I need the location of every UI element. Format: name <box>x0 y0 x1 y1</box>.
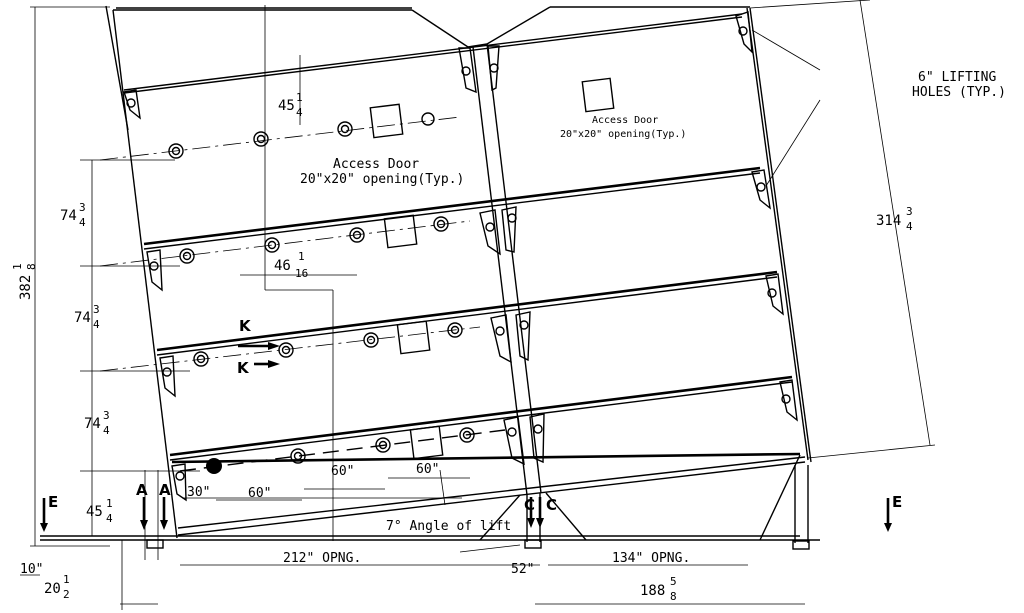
lifting-holes-label-2: HOLES (TYP.) <box>912 85 1006 100</box>
frac-den: 4 <box>79 216 86 229</box>
dim-45-top: 45 <box>278 98 295 114</box>
section-mark-a2: A <box>159 481 171 499</box>
dim-10: 10" <box>20 562 43 577</box>
dim-20: 20 <box>44 581 61 597</box>
angle-of-lift-label: 7° Angle of lift <box>386 519 511 534</box>
dim-60-b: 60" <box>331 464 354 479</box>
dim-212: 212" OPNG. <box>283 551 361 566</box>
frac-num: 3 <box>79 201 86 214</box>
section-mark-c1: C <box>524 496 535 514</box>
frac-num: 3 <box>93 303 100 316</box>
frac-den: 16 <box>295 267 308 280</box>
dim-134: 134" OPNG. <box>612 551 690 566</box>
annotations: Access Door 20"x20" opening(Typ.) Access… <box>11 70 1006 603</box>
filled-hole-marker <box>206 458 222 474</box>
dim-188: 188 <box>640 583 665 599</box>
dim-74-b: 74 <box>74 310 91 326</box>
gusset-plates <box>123 11 798 502</box>
frac-den: 2 <box>63 588 70 601</box>
frac-num: 5 <box>670 575 677 588</box>
hole-centerlines <box>99 116 506 472</box>
frac-den: 4 <box>106 512 113 525</box>
frac-den: 8 <box>670 590 677 603</box>
section-mark-e-right: E <box>892 493 902 511</box>
dimension-lines <box>20 0 936 610</box>
frac-den: 8 <box>25 263 38 270</box>
bolt-holes <box>168 112 475 474</box>
frac-num: 3 <box>906 205 913 218</box>
access-door-sub-1: 20"x20" opening(Typ.) <box>300 172 464 187</box>
dim-74-c: 74 <box>84 416 101 432</box>
frac-num: 1 <box>11 263 24 270</box>
access-door-label-1: Access Door <box>333 157 419 172</box>
frac-den: 4 <box>93 318 100 331</box>
dim-382: 382 1 8 <box>11 263 38 300</box>
frac-den: 4 <box>103 424 110 437</box>
dim-46: 46 <box>274 258 291 274</box>
dim-74-a: 74 <box>60 208 77 224</box>
frac-num: 3 <box>103 409 110 422</box>
frac-num: 1 <box>106 497 113 510</box>
section-mark-a1: A <box>136 481 148 499</box>
section-mark-e-left: E <box>48 493 58 511</box>
section-mark-k1: K <box>239 317 252 335</box>
dim-314: 314 <box>876 213 901 229</box>
dim-30: 30" <box>187 485 210 500</box>
dim-382-value: 382 <box>18 275 34 300</box>
frac-num: 1 <box>63 573 70 586</box>
dim-60-c: 60" <box>416 462 439 477</box>
dim-52: 52" <box>511 562 534 577</box>
section-arrows <box>40 342 892 532</box>
section-mark-k2: K <box>237 359 250 377</box>
access-door-sub-2: 20"x20" opening(Typ.) <box>560 129 686 140</box>
frac-num: 1 <box>298 250 305 263</box>
frac-den: 4 <box>906 220 913 233</box>
access-door-label-2: Access Door <box>592 115 658 126</box>
frac-den: 4 <box>296 106 303 119</box>
access-doors <box>369 77 615 460</box>
frac-num: 1 <box>296 91 303 104</box>
horizontal-bands <box>143 166 806 536</box>
section-mark-c2: C <box>546 496 557 514</box>
lifting-holes-label-1: 6" LIFTING <box>918 70 996 85</box>
dim-45-bot: 45 <box>86 504 103 520</box>
dim-60-a: 60" <box>248 486 271 501</box>
